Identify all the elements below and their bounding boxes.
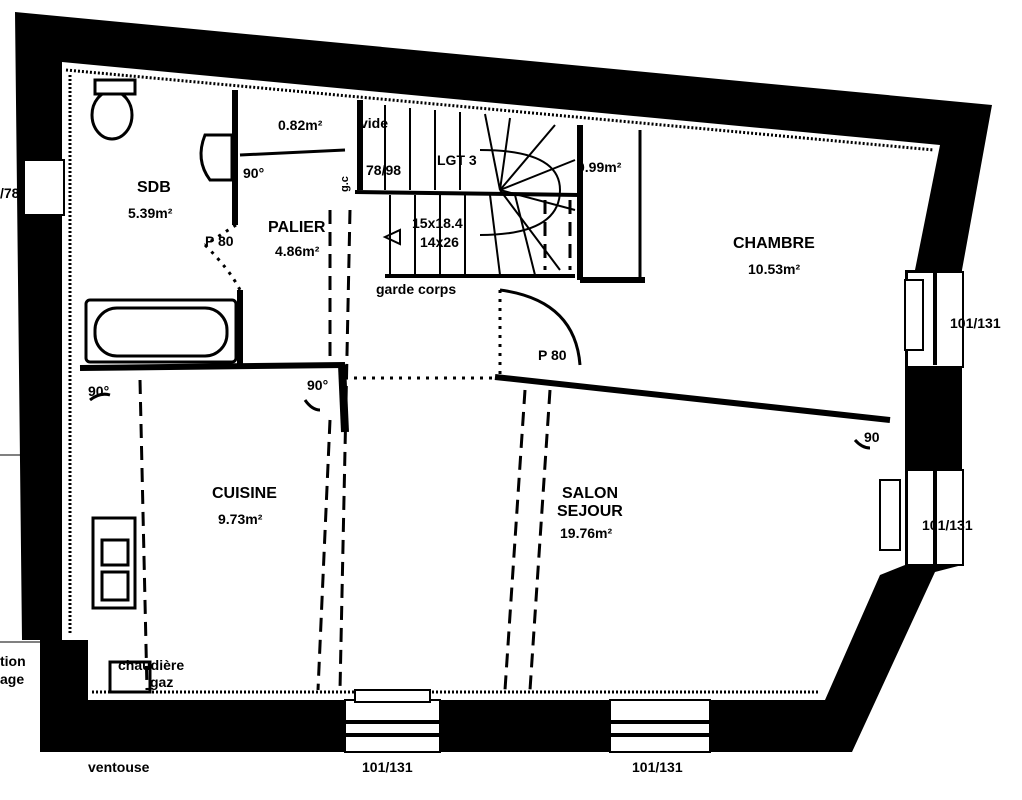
vide-label: vide xyxy=(360,115,388,131)
external-label-1: tion xyxy=(0,653,26,669)
angle-label: 90° xyxy=(307,377,328,393)
beam-lines xyxy=(138,200,572,691)
stair-steps-2: 14x26 xyxy=(420,234,459,250)
ventouse-label: ventouse xyxy=(88,759,150,775)
gc-label: g.c xyxy=(339,176,351,192)
window-right-1-label: 101/131 xyxy=(950,315,1001,331)
door-sdb-label: P 80 xyxy=(205,233,234,249)
garde-corps-label: garde corps xyxy=(376,281,456,297)
toilet-tank-icon xyxy=(93,78,137,96)
window-bottom-2-label: 101/131 xyxy=(632,759,683,775)
boiler-label: chaudière xyxy=(118,657,184,673)
window-right-2-label: 101/131 xyxy=(922,517,973,533)
room-name-salon: SALON xyxy=(562,485,618,502)
stair-opening: 78/98 xyxy=(366,162,401,178)
room-area-cuisine: 9.73m² xyxy=(218,511,263,527)
room-area-salon: 19.76m² xyxy=(560,525,612,541)
room-area-palier: 4.86m² xyxy=(275,243,320,259)
fixtures xyxy=(84,78,238,694)
angle-label: 90 xyxy=(865,429,881,445)
room-area-placard: 0.99m² xyxy=(577,159,622,175)
exterior-wall xyxy=(15,12,992,752)
room-area-chambre: 10.53m² xyxy=(748,261,800,277)
window-left-label: /78 xyxy=(0,185,20,201)
stair-label: LGT 3 xyxy=(437,152,477,168)
angle-label: 90° xyxy=(88,383,109,399)
boiler-gas-label: gaz xyxy=(150,674,173,690)
room-name-cuisine: CUISINE xyxy=(212,485,277,502)
room-area-sdb: 5.39m² xyxy=(128,205,173,221)
interior-walls xyxy=(79,90,891,433)
boiler-icon xyxy=(108,660,152,694)
angle-label: 90° xyxy=(243,165,264,181)
room-name-chambre: CHAMBRE xyxy=(733,235,815,252)
external-label-2: age xyxy=(0,671,24,687)
staircase xyxy=(382,105,576,278)
stair-steps-1: 15x18.4 xyxy=(412,215,463,231)
window-bottom-1-label: 101/131 xyxy=(362,759,413,775)
room-area-vide: 0.82m² xyxy=(278,117,323,133)
toilet-icon xyxy=(90,89,134,141)
wall-lining xyxy=(65,68,935,694)
door-chambre-label: P 80 xyxy=(538,347,567,363)
windows xyxy=(23,159,964,753)
room-name-sejour: SEJOUR xyxy=(557,503,623,520)
sink-icon xyxy=(199,133,234,182)
room-name-palier: PALIER xyxy=(268,219,326,236)
door-swings xyxy=(89,223,871,450)
room-name-sdb: SDB xyxy=(137,179,171,196)
angle-label: 90 xyxy=(864,429,880,445)
